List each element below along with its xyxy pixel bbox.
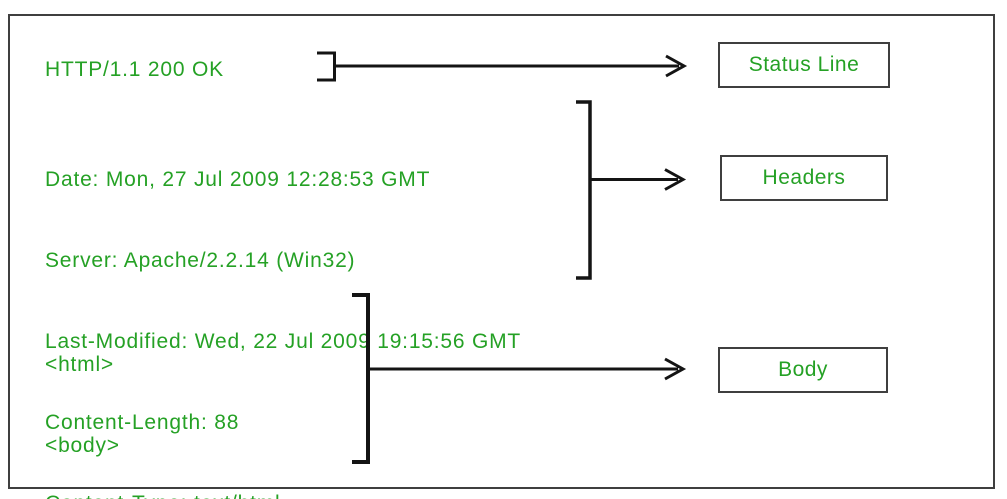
status-line-label-box: Status Line [718, 42, 890, 88]
header-line-date: Date: Mon, 27 Jul 2009 12:28:53 GMT [45, 168, 431, 191]
headers-block: Date: Mon, 27 Jul 2009 12:28:53 GMT Serv… [45, 112, 521, 499]
status-line-text: HTTP/1.1 200 OK [45, 58, 224, 81]
body-line-html-open: <html> [45, 353, 114, 376]
header-line-content-length: Content-Length: 88 [45, 411, 240, 434]
headers-label-box: Headers [720, 155, 888, 201]
status-line-label: Status Line [748, 53, 860, 76]
body-block: <html> <body> <h1>Hello, World!</h1> </b… [45, 297, 284, 499]
outer-border [8, 14, 995, 489]
header-line-content-type: Content-Type: text/html [45, 490, 521, 499]
body-line-body-open: <body> [45, 434, 120, 457]
headers-label: Headers [762, 166, 846, 189]
body-label: Body [778, 358, 828, 381]
header-line-server: Server: Apache/2.2.14 (Win32) [45, 249, 356, 272]
body-label-box: Body [718, 347, 888, 393]
